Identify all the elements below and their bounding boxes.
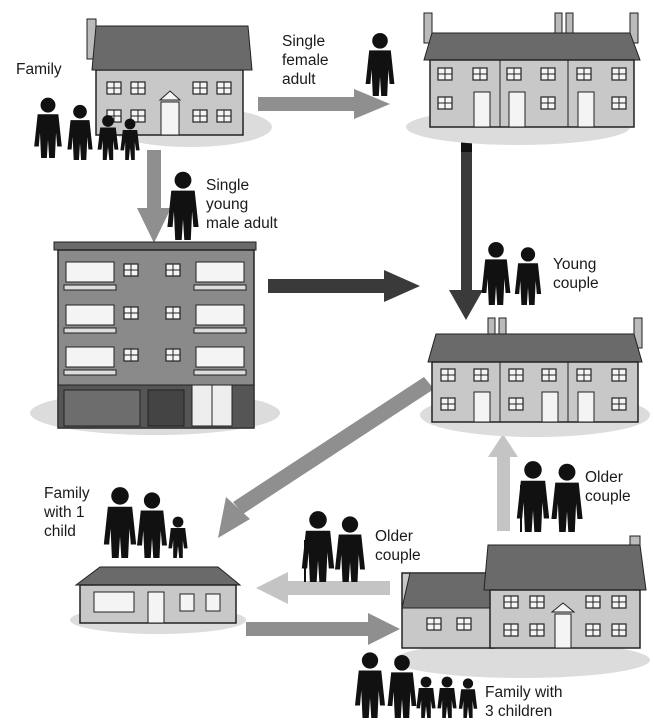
large-detached-house bbox=[394, 535, 650, 678]
arrow-family-to-flats bbox=[137, 150, 171, 243]
label-family-with-three-children: Family with 3 children bbox=[485, 684, 567, 720]
label-single-young-male-adult: Single young male adult bbox=[206, 177, 278, 232]
label-single-female-adult: Single female adult bbox=[282, 33, 333, 88]
older-couple-right-icon bbox=[516, 461, 583, 532]
label-older-couple-bottom: Older couple bbox=[375, 528, 421, 564]
terraced-houses-top bbox=[406, 12, 641, 145]
arrow-terrace-to-bungalow bbox=[218, 377, 434, 538]
young-couple-icon bbox=[481, 242, 542, 305]
label-older-couple-right: Older couple bbox=[585, 469, 631, 505]
arrow-house-to-bungalow bbox=[256, 572, 390, 604]
detached-family-house bbox=[86, 18, 272, 147]
arrow-house-up bbox=[488, 434, 518, 531]
label-young-couple: Young couple bbox=[553, 256, 601, 292]
arrow-family-to-terrace bbox=[258, 89, 390, 119]
terraced-houses-middle bbox=[420, 317, 650, 437]
label-family: Family bbox=[16, 61, 62, 78]
block-of-flats bbox=[30, 241, 280, 435]
older-couple-bottom-icon bbox=[301, 511, 365, 582]
single-young-male-adult-icon bbox=[167, 171, 199, 240]
arrow-bungalow-to-house bbox=[246, 613, 400, 645]
arrow-flats-to-terrace bbox=[268, 270, 420, 302]
family-with-one-child-icon bbox=[103, 487, 188, 558]
bungalow bbox=[70, 566, 246, 634]
single-female-adult-icon bbox=[365, 32, 395, 96]
label-family-with-one-child: Family with 1 child bbox=[43, 485, 94, 540]
arrow-terrace-down bbox=[449, 140, 483, 320]
